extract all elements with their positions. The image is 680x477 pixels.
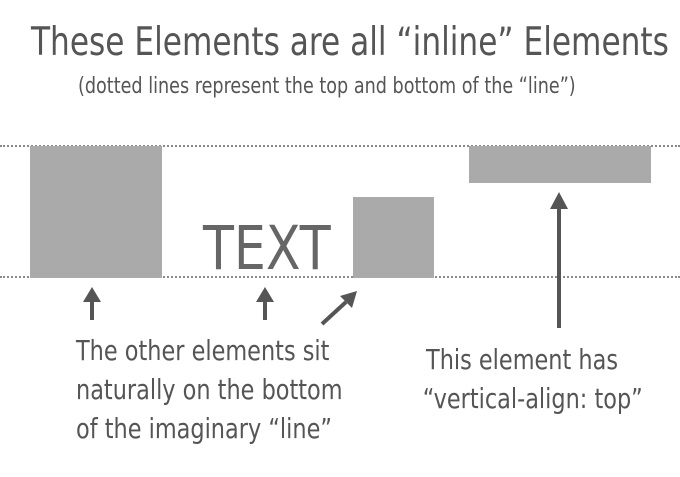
arrow-to-top-box [550,192,568,328]
caption-bottom-aligned: The other elements sit naturally on the … [76,331,343,448]
caption-right-line-1: This element has [426,343,618,376]
caption-left-line-3: of the imaginary “line” [76,412,332,445]
line-top-dotted [0,145,680,147]
caption-left-line-2: naturally on the bottom [76,373,343,406]
line-bottom-dotted [0,276,680,278]
inline-text-element: TEXT [203,213,331,284]
small-inline-box [353,197,434,278]
arrow-to-text [256,287,274,320]
large-inline-box [30,146,162,278]
arrow-to-small-box [320,291,357,326]
caption-left-line-1: The other elements sit [76,334,330,367]
diagram-title: These Elements are all “inline” Elements [31,20,669,65]
caption-right-line-2: “vertical-align: top” [422,382,643,415]
caption-top-aligned: This element has “vertical-align: top” [422,340,643,418]
arrow-to-large-box [83,287,101,320]
diagram-subtitle: (dotted lines represent the top and bott… [78,74,576,99]
top-aligned-box [469,146,651,183]
